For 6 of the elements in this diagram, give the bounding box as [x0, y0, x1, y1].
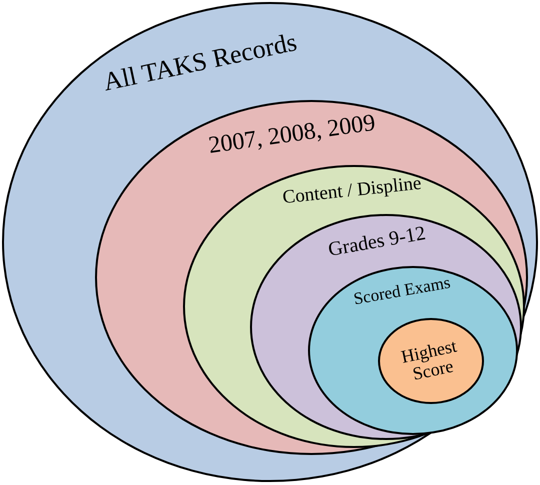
region-label: All TAKS Records	[100, 26, 300, 98]
region-label: Content / Displine	[280, 172, 424, 210]
region-label: Scored Exams	[351, 272, 453, 310]
region-label: Grades 9-12	[326, 222, 428, 262]
region-label: Highest Score	[398, 334, 460, 386]
region-label: 2007, 2008, 2009	[206, 110, 378, 160]
